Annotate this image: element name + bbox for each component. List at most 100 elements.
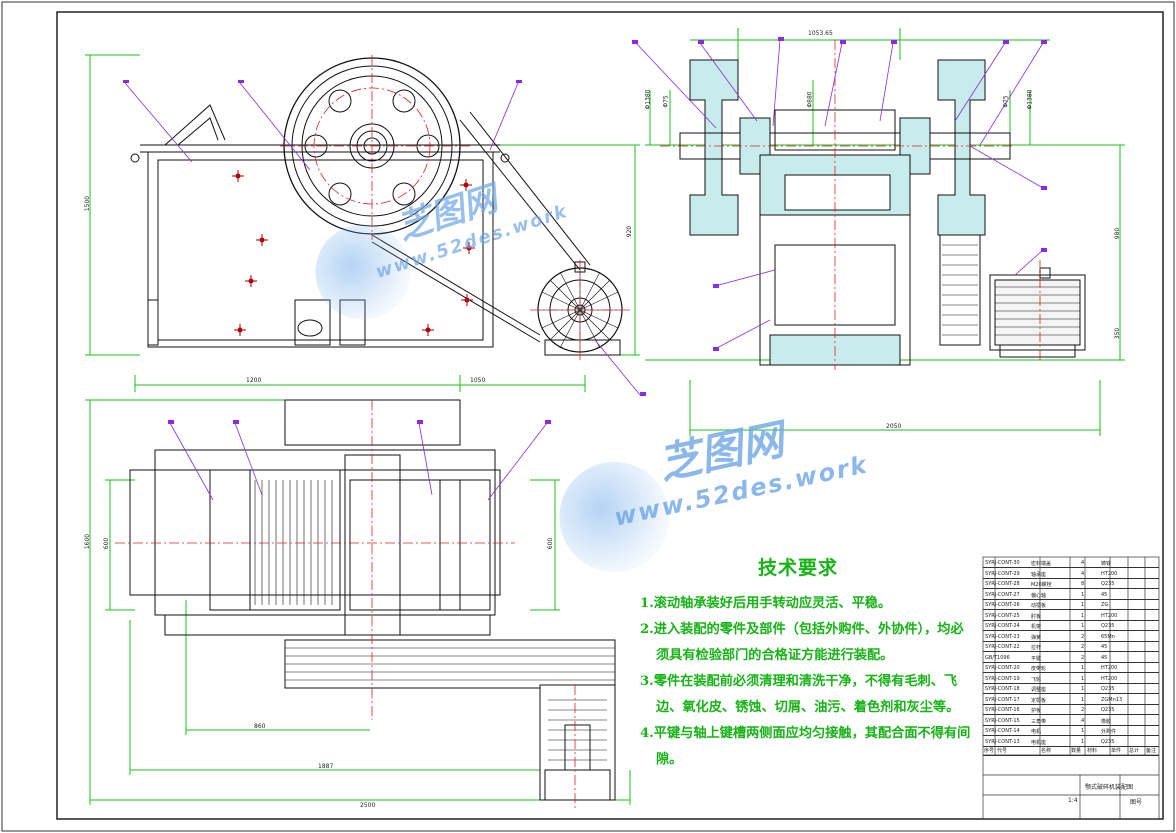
bom-cell: HT200 xyxy=(1101,612,1118,619)
bom-cell: 电机 xyxy=(1031,729,1042,735)
tech-item-2: 2.进入装配的零件及部件（包括外购件、外协件），均必 xyxy=(640,622,964,637)
tech-item-2b: 须具有检验部门的合格证方能进行装配。 xyxy=(656,648,894,663)
bom-row: SYRJ-CONT-23 弹簧 2 65Mn xyxy=(983,631,1159,642)
bom-cell: 45 xyxy=(1101,654,1108,661)
bom-row: SYRJ-CONT-20 皮带轮 1 HT200 xyxy=(983,662,1159,673)
dim-front-bottom-left: 1200 xyxy=(246,377,262,384)
bom-cell: 三角带 xyxy=(1031,718,1047,725)
bom-header-cell: 代号 xyxy=(997,748,1008,754)
bom-cell: GB/T1096 xyxy=(985,654,1010,661)
tech-title: 技术要求 xyxy=(758,557,839,579)
title-block-scale: 1:4 xyxy=(1068,797,1078,804)
bom-cell: 轴承座 xyxy=(1031,571,1047,578)
bom-cell: ZGMn13 xyxy=(1101,696,1123,703)
bom-cell: 1 xyxy=(1081,738,1085,745)
bom-cell: Q235 xyxy=(1101,707,1115,713)
bom-cell: 1 xyxy=(1081,612,1085,619)
bom-cell: 1 xyxy=(1081,623,1085,629)
bom-cell: 2 xyxy=(1081,633,1085,640)
bom-cell: HT200 xyxy=(1101,570,1118,577)
bom-cell: Q235 xyxy=(1101,738,1115,745)
bom-cell: SYRJ-CONT-26 xyxy=(985,602,1020,608)
bom-cell: 2 xyxy=(1081,707,1085,713)
dim-plan-left-1: 1600 xyxy=(84,533,92,550)
tech-item-4b: 隙。 xyxy=(656,752,683,767)
dim-side-right-4: Φ1380 xyxy=(1026,89,1034,110)
bom-cell: 4 xyxy=(1081,717,1085,724)
bom-cell: SYRJ-CONT-17 xyxy=(985,696,1020,703)
bom-cell: 1 xyxy=(1081,675,1085,682)
bom-header-cell: 单件 xyxy=(1111,748,1122,754)
bom-cell: SYRJ-CONT-28 xyxy=(985,581,1020,587)
dim-plan-bottom-2: 1887 xyxy=(318,763,334,770)
bom-cell: M20螺栓 xyxy=(1031,582,1052,588)
dim-plan-bottom-1: 860 xyxy=(254,723,266,730)
bom-cell: HT200 xyxy=(1101,675,1118,682)
bom-cell: 皮带轮 xyxy=(1031,666,1047,672)
bom-cell: SYRJ-CONT-14 xyxy=(985,728,1020,734)
bom-cell: 65Mn xyxy=(1101,633,1115,640)
bom-cell: SYRJ-CONT-30 xyxy=(985,560,1020,566)
bom-cell: SYRJ-CONT-20 xyxy=(985,665,1020,671)
bom-cell: 密封端盖 xyxy=(1031,561,1052,567)
tech-item-1: 1.滚动轴承装好后用手转动应灵活、平稳。 xyxy=(640,596,892,611)
bom-table-grid xyxy=(982,556,1160,820)
bom-cell: 飞轮 xyxy=(1031,676,1042,683)
tech-item-4: 4.平键与轴上键槽两侧面应均匀接触，其配合面不得有间 xyxy=(640,726,971,741)
bom-cell: 1 xyxy=(1081,686,1085,692)
bom-cell: 45 xyxy=(1101,591,1108,598)
dim-plan-right: 600 xyxy=(547,537,555,550)
dim-side-mid: Φ880 xyxy=(806,91,814,108)
bom-header-cell: 序号 xyxy=(984,748,995,754)
bom-cell: 1 xyxy=(1081,591,1085,598)
bom-row: SYRJ-CONT-13 电机座 1 Q235 xyxy=(983,736,1159,747)
bom-cell: SYRJ-CONT-19 xyxy=(985,675,1020,682)
bom-header-cell: 名称 xyxy=(1041,748,1052,754)
bom-cell: SYRJ-CONT-16 xyxy=(985,707,1020,713)
bom-cell: SYRJ-CONT-23 xyxy=(985,633,1020,640)
bom-header-cell: 备注 xyxy=(1146,748,1157,754)
bom-row: GB/T1096 平键 2 45 xyxy=(983,652,1159,663)
bom-cell: SYRJ-CONT-18 xyxy=(985,686,1020,692)
bom-cell: 外购件 xyxy=(1101,729,1117,735)
bom-row: SYRJ-CONT-19 飞轮 1 HT200 xyxy=(983,673,1159,684)
bom-cell: 拉杆 xyxy=(1031,645,1042,651)
bom-cell: 1 xyxy=(1081,696,1085,703)
bom-cell: HT200 xyxy=(1101,665,1118,671)
bom-cell: 弹簧 xyxy=(1031,634,1042,641)
dim-side-right-3: Φ75 xyxy=(1002,95,1010,108)
bom-cell: 2 xyxy=(1081,644,1085,650)
dim-side-right-2: 350 xyxy=(1114,327,1122,340)
bom-cell: 平键 xyxy=(1031,655,1042,662)
bom-cell: SYRJ-CONT-13 xyxy=(985,738,1020,745)
bom-cell: 1 xyxy=(1081,665,1085,671)
side-view xyxy=(632,28,1125,436)
dim-front-mid: 920 xyxy=(626,225,634,238)
bom-cell: 肘板 xyxy=(1031,613,1042,620)
bom-cell: SYRJ-CONT-15 xyxy=(985,717,1020,724)
bom-cell: 1 xyxy=(1081,602,1085,608)
bom-cell: Q235 xyxy=(1101,581,1115,587)
title-block-name: 颚式破碎机装配图 xyxy=(1085,784,1134,791)
title-block-sheet: 图号 xyxy=(1130,799,1143,806)
bom-cell: SYRJ-CONT-24 xyxy=(985,623,1020,629)
bom-cell: 2 xyxy=(1081,654,1085,661)
bom-cell: 电机座 xyxy=(1031,739,1047,746)
bom-cell: 护板 xyxy=(1031,708,1042,714)
dim-side-bottom: 2050 xyxy=(886,423,902,430)
bom-header-row: 序号代号名称数量材料单件总计备注 xyxy=(983,745,1159,756)
bom-cell: 机架 xyxy=(1031,624,1042,630)
bom-cell: SYRJ-CONT-27 xyxy=(985,591,1020,598)
dim-plan-left-2: 600 xyxy=(103,537,111,550)
dim-front-height: 1500 xyxy=(84,195,92,212)
